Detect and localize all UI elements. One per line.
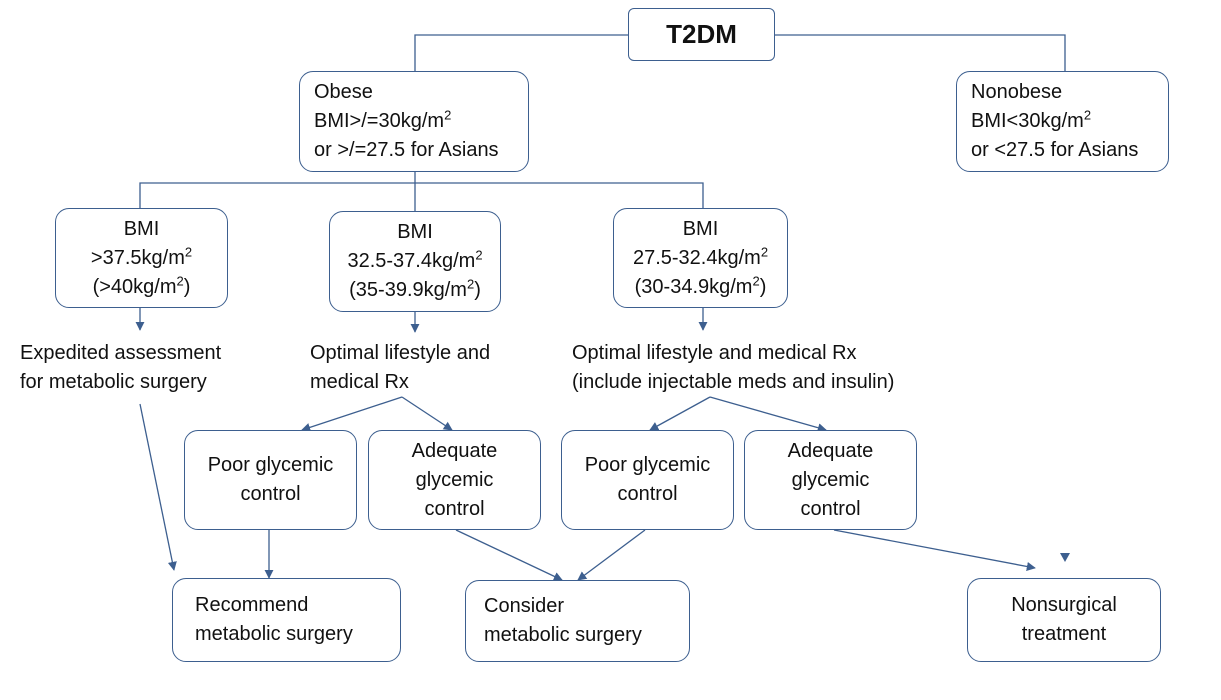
adequate-mid-line2: glycemic: [415, 468, 494, 491]
lifestyle-low-text: Optimal lifestyle and medical Rx (includ…: [572, 339, 894, 397]
arrow-lifestyle-low-poor: [649, 396, 711, 431]
bmi-high-line1: BMI: [123, 217, 160, 240]
lifestyle-mid-text: Optimal lifestyle and medical Rx: [310, 339, 490, 397]
poor-low-line1: Poor glycemic: [584, 454, 711, 476]
adequate-low-line3: control: [800, 497, 861, 520]
bmi-high-line2: >37.5kg/m2: [90, 243, 193, 269]
root-node-t2dm: T2DM: [628, 8, 775, 61]
adequate-mid-line1: Adequate: [411, 439, 498, 462]
stray-arrowhead: [1060, 553, 1070, 562]
connector-bmi-bus: [139, 182, 704, 210]
bmi-low-line2: 27.5-32.4kg/m2: [632, 243, 769, 269]
lifestyle-low-line1: Optimal lifestyle and medical Rx: [572, 342, 857, 364]
arrow-poor-low-consider: [577, 529, 646, 581]
expedited-text: Expedited assessment for metabolic surge…: [20, 339, 221, 397]
nonsurgical-line1: Nonsurgical: [1011, 594, 1117, 616]
connector-root-nonobese: [775, 34, 1066, 72]
bmi-high-node: BMI >37.5kg/m2 (>40kg/m2): [55, 208, 228, 308]
adequate-low-line2: glycemic: [791, 468, 870, 491]
bmi-mid-node: BMI 32.5-37.4kg/m2 (35-39.9kg/m2): [329, 211, 501, 312]
adequate-mid-line3: control: [424, 497, 485, 520]
obese-node: Obese BMI>/=30kg/m2 or >/=27.5 for Asian…: [299, 71, 529, 172]
nonobese-node: Nonobese BMI<30kg/m2 or <27.5 for Asians: [956, 71, 1169, 172]
poor-glycemic-low-node: Poor glycemic control: [561, 430, 734, 530]
arrow-lifestyle-low-adequate: [709, 396, 827, 433]
adequate-glycemic-mid-node: Adequate glycemic control: [368, 430, 541, 530]
poor-low-line2: control: [617, 483, 678, 505]
bmi-low-line1: BMI: [682, 217, 719, 240]
nonsurgical-line2: treatment: [1021, 623, 1107, 645]
bmi-mid-line1: BMI: [397, 221, 433, 243]
poor-mid-line2: control: [240, 483, 301, 505]
arrow-adequate-mid-consider: [455, 529, 563, 581]
arrow-adequate-low-nonsurgical: [833, 529, 1036, 571]
bmi-mid-line3: (35-39.9kg/m2): [349, 276, 481, 301]
root-label: T2DM: [666, 19, 737, 49]
nonobese-line3: or <27.5 for Asians: [971, 139, 1139, 161]
lifestyle-mid-line2: medical Rx: [310, 371, 409, 393]
expedited-line2: for metabolic surgery: [20, 371, 207, 393]
consider-line1: Consider: [484, 595, 565, 617]
nonobese-line2: BMI<30kg/m2: [971, 107, 1092, 132]
bmi-low-line3: (30-34.9kg/m2): [634, 272, 767, 298]
obese-line3: or >/=27.5 for Asians: [314, 139, 499, 161]
arrow-expedited-recommend: [139, 403, 177, 571]
lifestyle-mid-line1: Optimal lifestyle and: [310, 342, 491, 364]
bmi-low-node: BMI 27.5-32.4kg/m2 (30-34.9kg/m2): [613, 208, 788, 308]
nonobese-line1: Nonobese: [971, 81, 1063, 103]
obese-line1: Obese: [314, 81, 373, 103]
arrow-lifestyle-mid-poor: [301, 396, 403, 432]
bmi-mid-line2: 32.5-37.4kg/m2: [347, 247, 483, 272]
lifestyle-low-line2: (include injectable meds and insulin): [572, 371, 895, 393]
poor-mid-line1: Poor glycemic: [207, 454, 334, 476]
consider-surgery-node: Consider metabolic surgery: [465, 580, 690, 662]
expedited-line1: Expedited assessment: [20, 342, 222, 364]
bmi-high-line3: (>40kg/m2): [92, 272, 191, 298]
recommend-line1: Recommend: [195, 594, 309, 616]
consider-line2: metabolic surgery: [484, 624, 642, 646]
adequate-glycemic-low-node: Adequate glycemic control: [744, 430, 917, 530]
arrow-lifestyle-mid-adequate: [401, 396, 453, 431]
adequate-low-line1: Adequate: [787, 439, 874, 462]
connector-root-obese: [414, 34, 628, 72]
recommend-surgery-node: Recommend metabolic surgery: [172, 578, 401, 662]
obese-line2: BMI>/=30kg/m2: [314, 107, 452, 132]
nonsurgical-node: Nonsurgical treatment: [967, 578, 1161, 662]
recommend-line2: metabolic surgery: [195, 623, 353, 645]
poor-glycemic-mid-node: Poor glycemic control: [184, 430, 357, 530]
